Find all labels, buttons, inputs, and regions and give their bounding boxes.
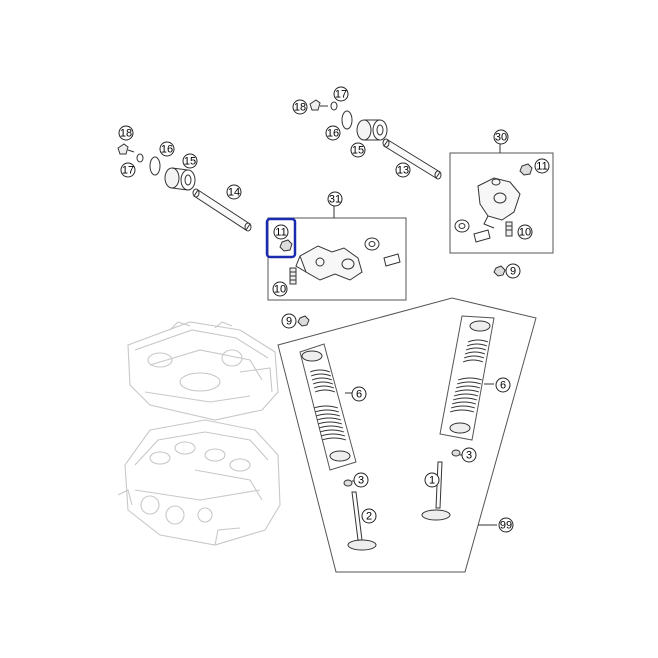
callout-ring (498, 517, 514, 533)
callout-ring (281, 313, 297, 329)
callout-10-adjusting-screw[interactable]: 10 (272, 281, 288, 297)
callout-ring (493, 129, 509, 145)
callout-ring (424, 472, 440, 488)
callout-number: 3 (466, 450, 472, 462)
callout-number: 18 (294, 102, 306, 114)
loose-nuts (297, 265, 506, 327)
callout-16-o-ring[interactable]: 16 (159, 141, 175, 157)
callout-ring (226, 184, 242, 200)
callout-99-valve-set[interactable]: 99 (498, 517, 514, 533)
callout-30-rocker-arm-assembly[interactable]: 30 (493, 129, 509, 145)
callout-18-screw[interactable]: 18 (118, 125, 134, 141)
callout-16-o-ring[interactable]: 16 (325, 125, 341, 141)
callout-31-rocker-arm-assembly[interactable]: 31 (327, 191, 343, 207)
callout-17-washer[interactable]: 17 (333, 86, 349, 102)
callout-11-nut[interactable]: 11 (265, 217, 297, 259)
callout-number: 16 (161, 144, 173, 156)
callout-10-adjusting-screw[interactable]: 10 (517, 224, 533, 240)
callout-ring (505, 263, 521, 279)
callout-number: 13 (397, 165, 409, 177)
callout-11-nut[interactable]: 11 (534, 158, 550, 174)
callout-18-screw[interactable]: 18 (292, 99, 308, 115)
rocker-shaft-set-left (117, 143, 252, 232)
callout-ring (534, 158, 550, 174)
callout-number: 17 (122, 165, 134, 177)
cylinder-head (117, 419, 281, 546)
callout-3-valve-stem-seal[interactable]: 3 (353, 472, 369, 488)
rocker-arm-box-30 (449, 143, 554, 254)
callout-ring (118, 125, 134, 141)
cylinder-head-cover (127, 321, 279, 421)
rocker-shaft-set-right (309, 99, 442, 180)
callout-ring (517, 224, 533, 240)
selection-highlight (265, 217, 297, 259)
callout-number: 99 (500, 520, 512, 532)
callout-1-intake-valve[interactable]: 1 (424, 472, 440, 488)
callout-number: 15 (352, 145, 364, 157)
callout-ring (327, 191, 343, 207)
callout-number: 6 (500, 380, 506, 392)
callout-9-nut[interactable]: 9 (505, 263, 521, 279)
callout-number: 31 (329, 194, 341, 206)
callout-ring (395, 162, 411, 178)
callout-number: 3 (358, 475, 364, 487)
callout-ring (461, 447, 477, 463)
callout-14-rocker-shaft[interactable]: 14 (226, 184, 242, 200)
callout-ring (273, 224, 289, 240)
callout-ring (292, 99, 308, 115)
callout-number: 9 (510, 266, 516, 278)
callout-number: 11 (536, 161, 547, 173)
callout-17-washer[interactable]: 17 (120, 162, 136, 178)
callout-15-bushing[interactable]: 15 (350, 142, 366, 158)
callout-number: 11 (275, 227, 286, 239)
callout-number: 10 (519, 227, 531, 239)
callout-number: 9 (286, 316, 292, 328)
callout-13-rocker-shaft[interactable]: 13 (395, 162, 411, 178)
callout-ring (495, 377, 511, 393)
callout-number: 6 (356, 389, 362, 401)
valve-group-box-99 (277, 297, 537, 573)
callout-ring (353, 472, 369, 488)
callout-number: 17 (335, 89, 347, 101)
rocker-arm-box-31 (267, 205, 407, 301)
callout-ring (333, 86, 349, 102)
callout-labels: 1817161513181716151431111030111099663321… (118, 86, 550, 533)
callout-15-bushing[interactable]: 15 (182, 153, 198, 169)
callout-number: 1 (429, 475, 435, 487)
callout-number: 30 (495, 132, 507, 144)
callout-6-valve-spring-set[interactable]: 6 (495, 377, 511, 393)
callout-ring (325, 125, 341, 141)
callout-ring (272, 281, 288, 297)
callout-6-valve-spring-set[interactable]: 6 (351, 386, 367, 402)
callout-number: 14 (228, 187, 240, 199)
callout-ring (350, 142, 366, 158)
callout-number: 2 (366, 511, 372, 523)
callout-3-valve-stem-seal[interactable]: 3 (461, 447, 477, 463)
callout-number: 18 (120, 128, 132, 140)
callout-ring (159, 141, 175, 157)
callout-ring (361, 508, 377, 524)
callout-9-nut[interactable]: 9 (281, 313, 297, 329)
callout-ring (182, 153, 198, 169)
callout-2-exhaust-valve[interactable]: 2 (361, 508, 377, 524)
callout-ring (120, 162, 136, 178)
callout-ring (351, 386, 367, 402)
callout-number: 16 (327, 128, 339, 140)
callout-number: 10 (274, 284, 286, 296)
callout-number: 15 (184, 156, 196, 168)
